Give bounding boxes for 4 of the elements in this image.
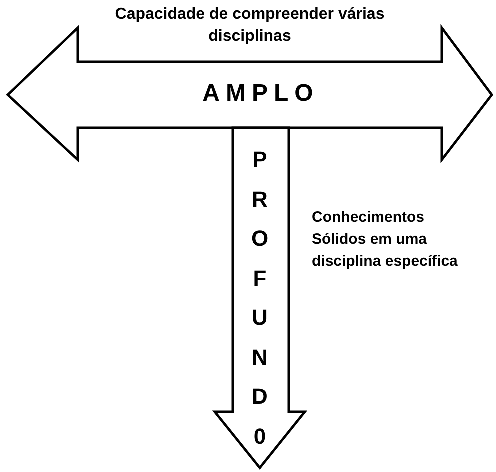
description-text: Conhecimentos Sólidos em uma disciplina específica [312, 208, 459, 272]
heading-text: Capacidade de compreender várias disciplinas [114, 5, 386, 47]
arrow-label: PROFUND0 [250, 146, 270, 450]
arrow-label: AMPLO [202, 79, 320, 109]
